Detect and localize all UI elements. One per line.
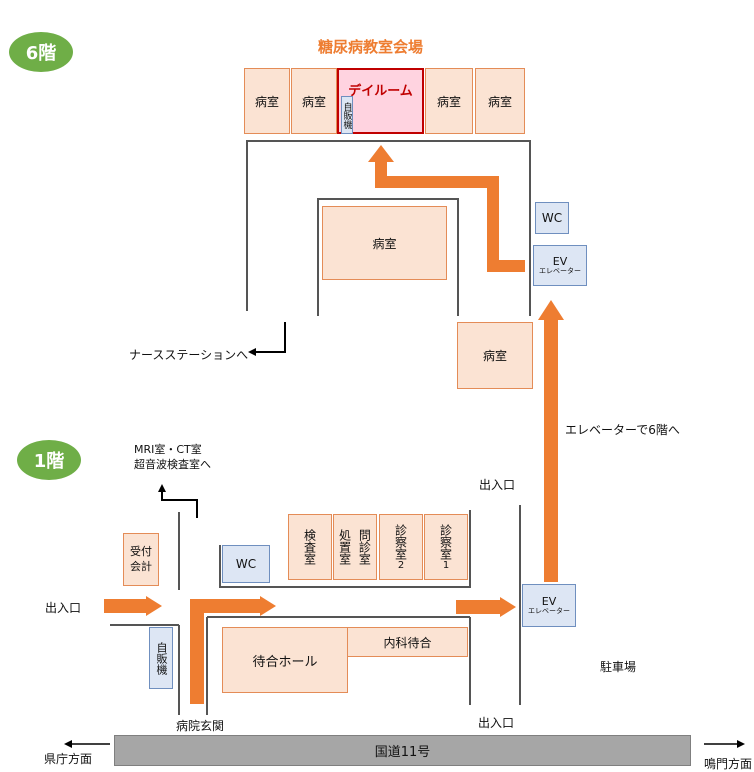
entrance-bottom-label: 出入口 <box>478 716 515 730</box>
wall-1f-d <box>219 510 471 588</box>
internal-medicine-waiting: 内科待合 <box>347 627 468 657</box>
consultation-room-1-number: 1 <box>442 559 450 571</box>
consultation-room-1: 診察室 1 <box>424 514 468 580</box>
arrow-to-ev <box>456 600 502 614</box>
restroom-1f: WC <box>222 545 270 583</box>
examination-room: 検査室 <box>288 514 332 580</box>
elevator-instruction: エレベーターで6階へ <box>565 423 680 437</box>
right-direction-head <box>737 740 745 748</box>
route-vertical-arrowhead <box>538 300 564 320</box>
mri-path <box>161 492 198 518</box>
mri-ct-label: MRI室・CT室 <box>134 443 202 456</box>
vending-machine-6f: 自販機 <box>341 96 353 134</box>
elevator-1f-label: EV <box>541 594 557 608</box>
treatment-room-label: 処置室 <box>337 529 352 565</box>
examination-room-label: 検査室 <box>302 529 317 565</box>
ultrasound-label: 超音波検査室へ <box>134 458 211 471</box>
entrance-left-label: 出入口 <box>45 601 82 615</box>
seminar-venue-title: 糖尿病教室会場 <box>318 38 424 56</box>
route-main-entrance-head <box>260 596 276 616</box>
patient-room-6f-center: 病室 <box>322 206 447 280</box>
elevator-1f: EV エレベーター <box>522 584 576 627</box>
elevator-6f-sublabel: エレベーター <box>539 266 581 275</box>
route-6f-arrowhead <box>368 145 394 162</box>
consultation-room-2-number: 2 <box>397 559 405 571</box>
vending-machine-1f: 自販機 <box>149 627 173 689</box>
consultation-room-2-label: 診察室 <box>393 523 408 560</box>
arrow-left-entrance-head <box>146 596 162 616</box>
day-room-label: デイルーム <box>348 84 413 99</box>
cashier-label: 会計 <box>130 559 152 573</box>
naruto-direction: 鳴門方面 <box>704 757 753 771</box>
left-direction-head <box>64 740 72 748</box>
waiting-hall: 待合ホール <box>222 627 348 693</box>
consultation-room-1-label: 診察室 <box>438 523 453 560</box>
floor-6-badge: 6階 <box>9 32 73 72</box>
treatment-interview-room: 処置室 問診室 <box>333 514 377 580</box>
arrow-to-ev-head <box>500 597 516 617</box>
reception-label: 受付 <box>130 545 152 559</box>
mri-arrowhead <box>158 484 166 492</box>
elevator-6f: EV エレベーター <box>533 245 587 286</box>
patient-room-6f-3: 病室 <box>425 68 473 134</box>
nurse-station-path <box>255 322 286 353</box>
nurse-station-arrowhead <box>248 348 256 356</box>
main-entrance-label: 病院玄関 <box>176 719 225 733</box>
prefectural-office-direction: 県庁方面 <box>44 752 93 766</box>
interview-room-label: 問診室 <box>357 529 372 565</box>
patient-room-6f-4: 病室 <box>475 68 525 134</box>
route-vertical <box>544 318 558 582</box>
road-name: 国道11号 <box>374 745 431 760</box>
floor-1-badge: 1階 <box>17 440 81 480</box>
patient-room-6f-corner: 病室 <box>457 322 533 389</box>
national-route-11: 国道11号 <box>114 735 691 766</box>
entrance-top-label: 出入口 <box>479 478 516 492</box>
reception-cashier: 受付 会計 <box>123 533 159 586</box>
wall-6f-outer <box>246 140 531 311</box>
nurse-station-label: ナースステーションへ <box>129 348 249 362</box>
elevator-6f-label: EV <box>552 254 568 268</box>
patient-room-6f-2: 病室 <box>291 68 337 134</box>
consultation-room-2: 診察室 2 <box>379 514 423 580</box>
arrow-left-entrance <box>104 599 148 613</box>
route-6f <box>375 158 525 272</box>
wall-6f-inner <box>317 198 459 316</box>
restroom-6f: WC <box>535 202 569 234</box>
elevator-1f-sublabel: エレベーター <box>528 606 570 615</box>
patient-room-6f-1: 病室 <box>244 68 290 134</box>
route-main-entrance <box>190 599 262 704</box>
parking-label: 駐車場 <box>600 660 637 674</box>
